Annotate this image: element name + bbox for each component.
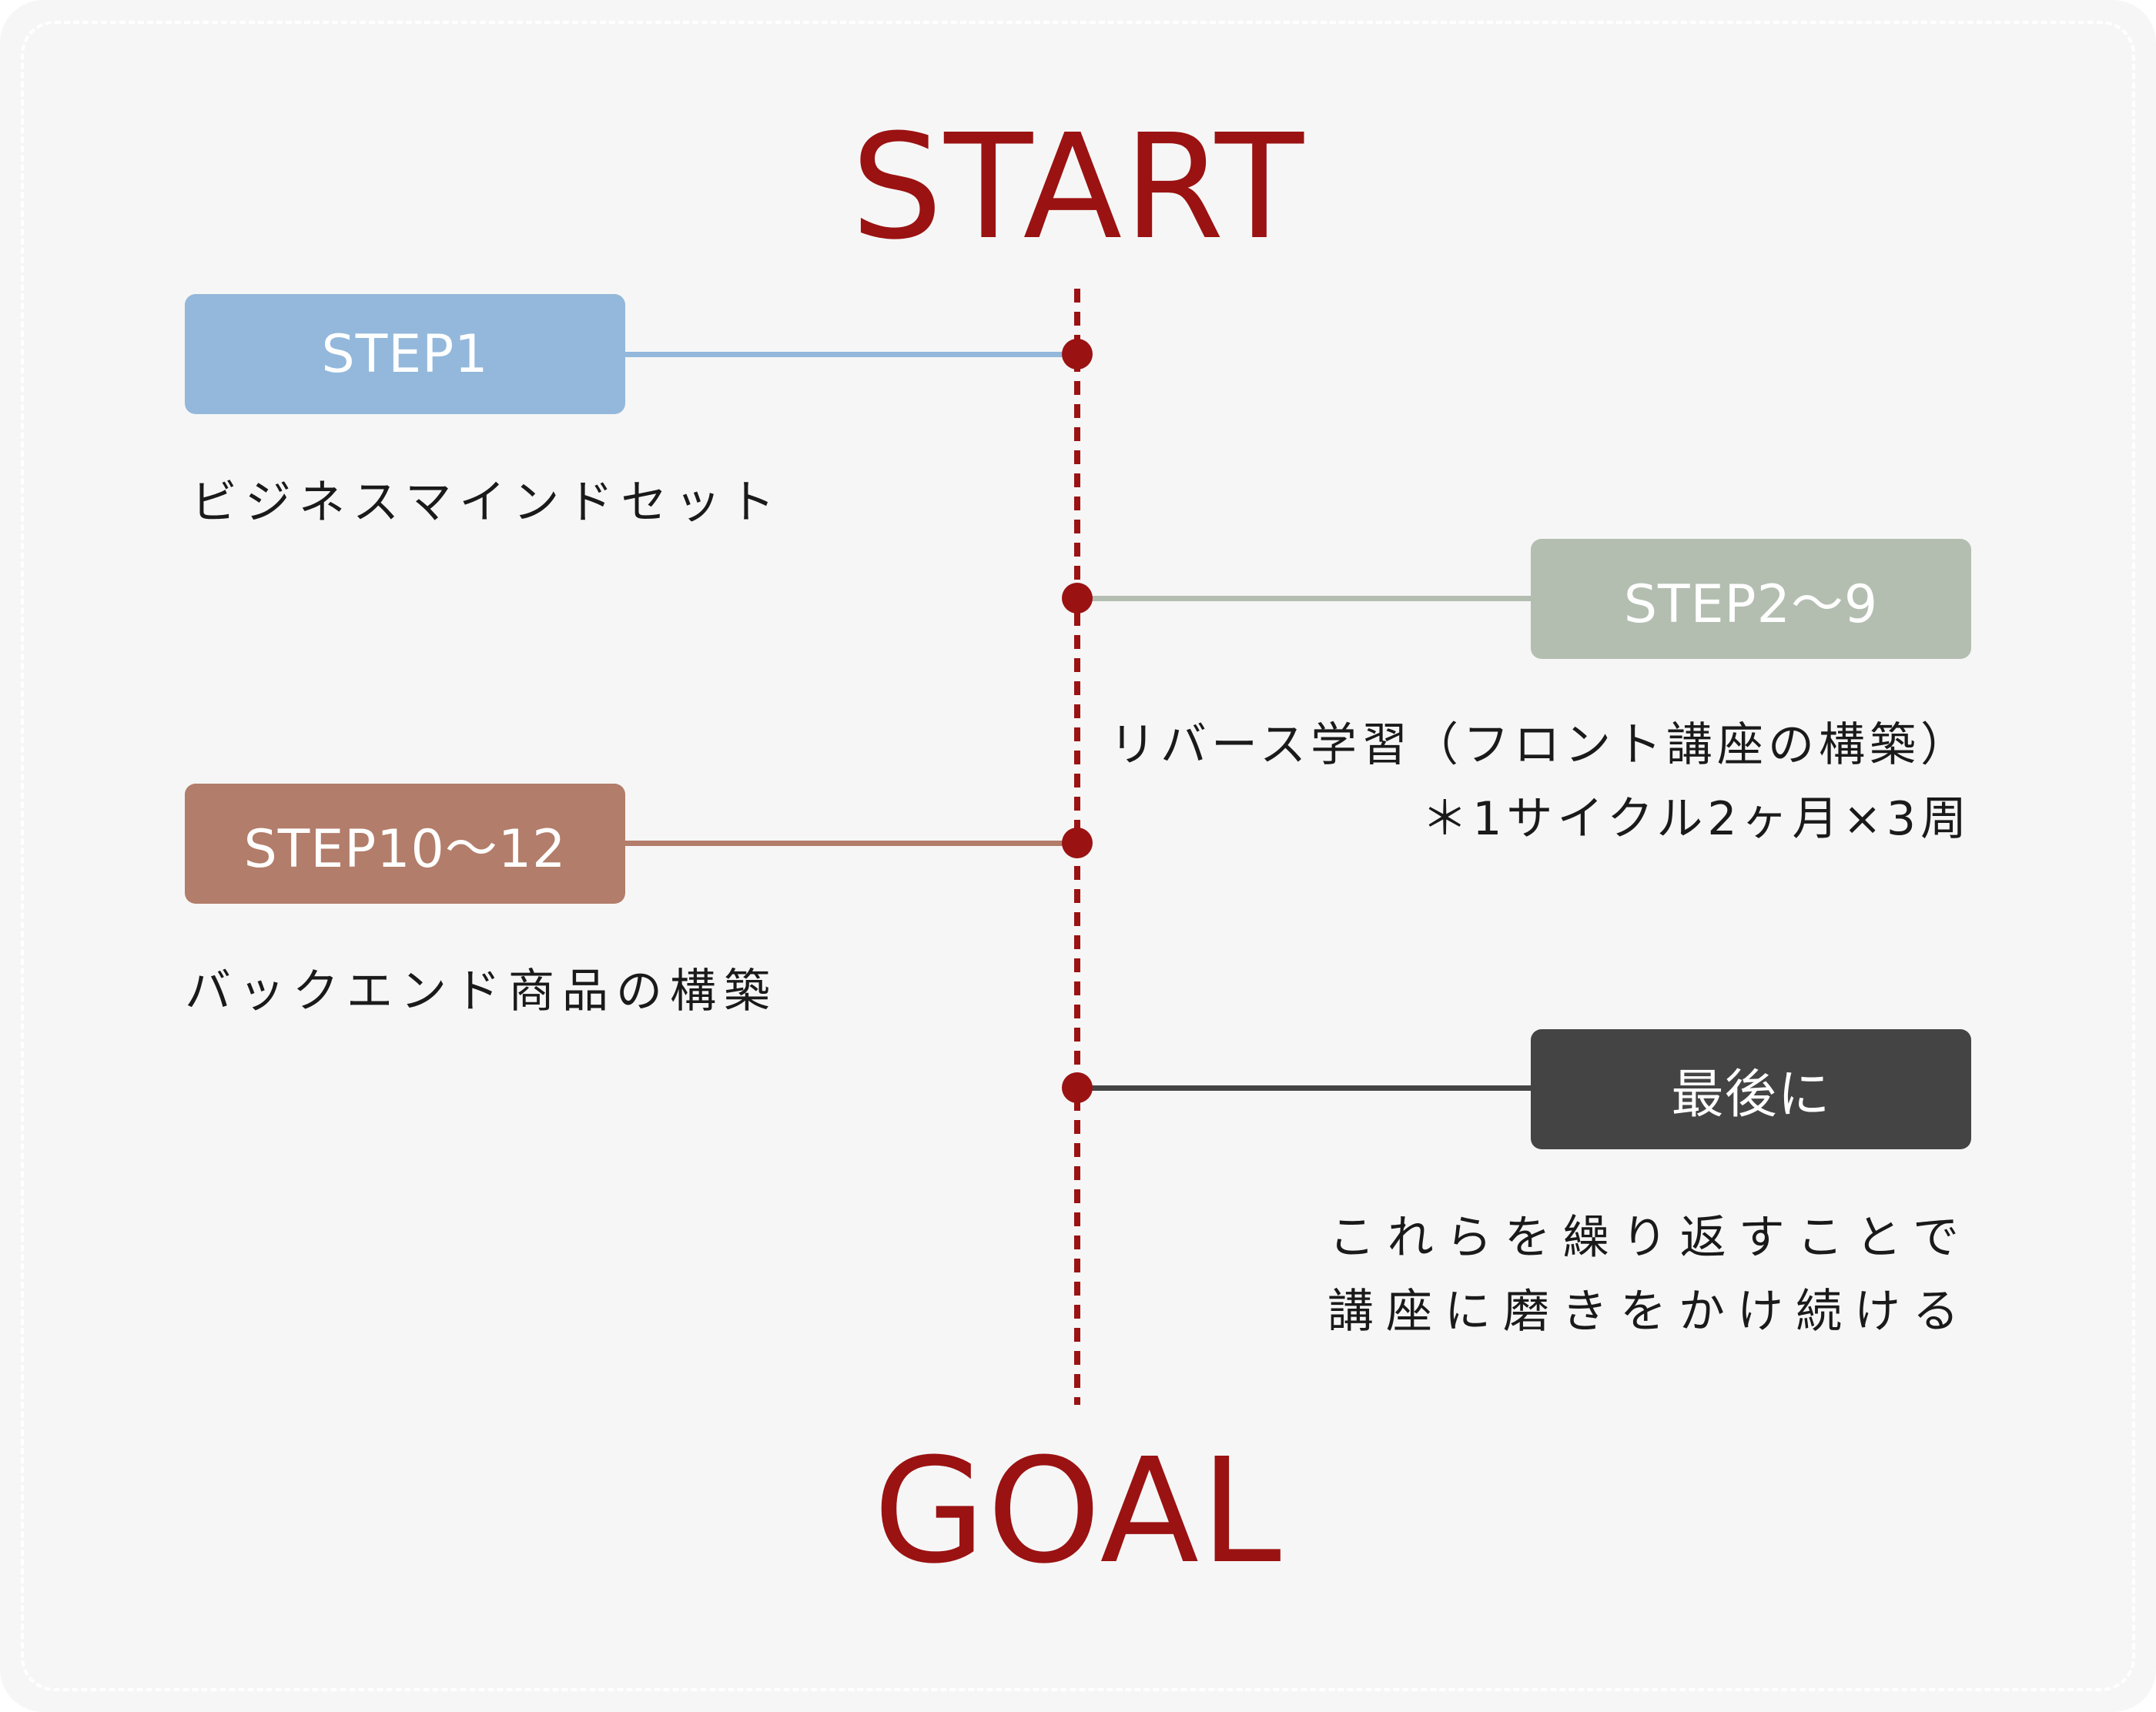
step2-description-line-2: ＊1サイクル2ヶ月×3周 — [1421, 792, 1971, 846]
step1-label: STEP1 — [321, 323, 489, 385]
step3-timeline-dot — [1062, 828, 1093, 858]
step4-timeline-dot — [1062, 1072, 1093, 1103]
step4-description-line-2: 講座に磨きをかけ続ける — [1327, 1285, 1971, 1339]
step1-description-line: ビジネスマインドセット — [191, 476, 783, 530]
step3-description: バックエンド商品の構築 — [185, 955, 778, 1028]
step2-timeline-dot — [1062, 583, 1093, 614]
step2-description-line-1: リバース学習（フロント講座の構築） — [1110, 718, 1971, 772]
step2-label: STEP2〜9 — [1623, 573, 1879, 635]
card-dashed-border — [21, 21, 2135, 1691]
step2-connector — [1077, 596, 1532, 601]
step4-connector — [1077, 1085, 1532, 1091]
step4-label: 最後に — [1671, 1064, 1831, 1125]
step1-box: STEP1 — [185, 294, 625, 414]
step2-box: STEP2〜9 — [1531, 539, 1971, 659]
step4-box: 最後に — [1531, 1029, 1971, 1149]
step1-timeline-dot — [1062, 339, 1093, 369]
step4-description: これらを繰り返すことで 講座に磨きをかけ続ける — [1327, 1201, 1971, 1349]
goal-label: GOAL — [873, 1427, 1283, 1596]
step4-description-line-1: これらを繰り返すことで — [1328, 1211, 1971, 1265]
step1-connector — [625, 352, 1080, 357]
step3-connector — [625, 841, 1080, 846]
step1-description: ビジネスマインドセット — [191, 466, 782, 540]
step3-label: STEP10〜12 — [243, 818, 567, 880]
step3-description-line: バックエンド商品の構築 — [185, 965, 778, 1018]
start-label: START — [851, 103, 1305, 272]
step2-description: リバース学習（フロント講座の構築） ＊1サイクル2ヶ月×3周 — [1110, 708, 1971, 856]
step3-box: STEP10〜12 — [185, 784, 625, 904]
